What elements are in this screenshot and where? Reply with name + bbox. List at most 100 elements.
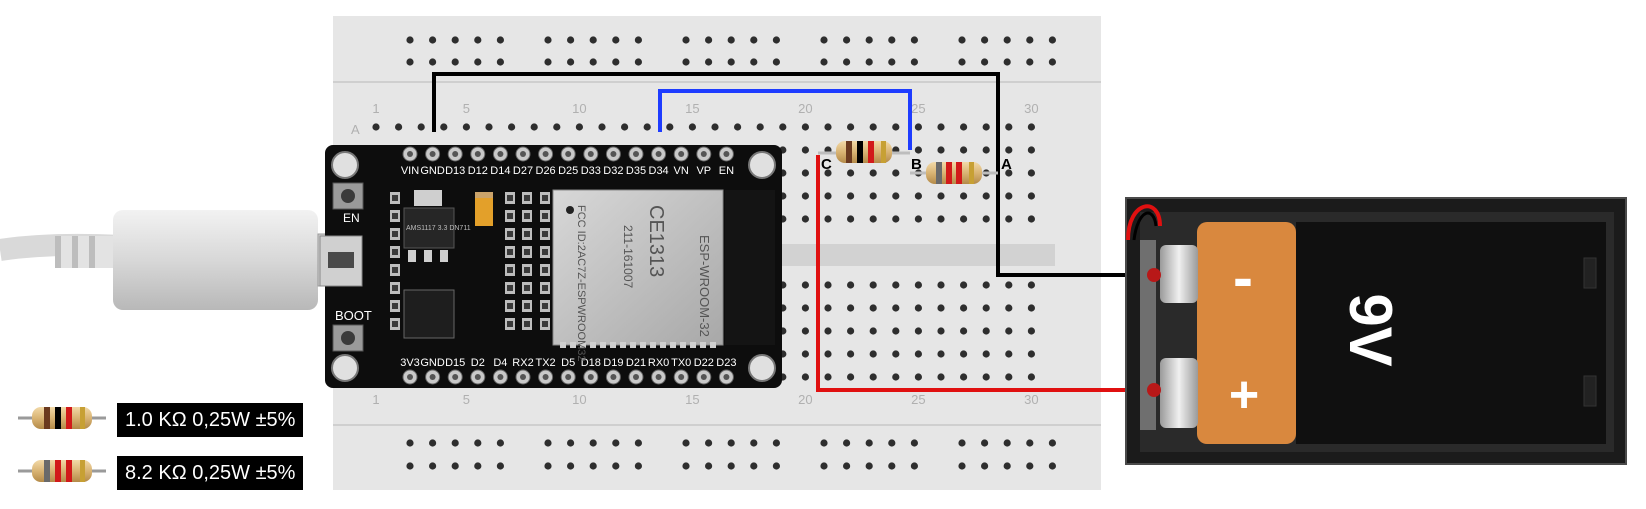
rail-hole: [429, 462, 437, 470]
rail-hole: [865, 439, 873, 447]
breadboard-hole: [869, 169, 877, 177]
breadboard-hole: [960, 373, 968, 381]
pin-label: D25: [558, 165, 578, 177]
breadboard-hole: [982, 281, 990, 289]
rail-hole: [567, 58, 575, 66]
module-pad: [680, 342, 686, 348]
rail-hole: [496, 58, 504, 66]
pin-label: D32: [603, 165, 623, 177]
module-name: ESP-WROOM-32: [697, 235, 712, 337]
legend-label-1k: 1.0 KΩ 0,25W ±5%: [117, 403, 304, 437]
pin-label: TX2: [536, 357, 556, 369]
rail-hole: [496, 462, 504, 470]
boot-label: BOOT: [335, 308, 372, 323]
breadboard-hole: [914, 281, 923, 289]
rail-hole: [1003, 462, 1011, 470]
pin-label: D33: [581, 165, 601, 177]
breadboard-hole: [1005, 327, 1013, 335]
breadboard-hole: [801, 123, 810, 131]
breadboard-hole: [847, 350, 855, 358]
wire-black-gnd: [432, 72, 1158, 277]
rail-hole: [958, 36, 966, 44]
module-pad: [650, 342, 656, 348]
breadboard-hole: [801, 373, 810, 381]
breadboard-hole: [914, 350, 923, 358]
breadboard-hole: [869, 327, 877, 335]
rail-hole: [705, 439, 713, 447]
wire-blue: [658, 89, 912, 150]
breadboard-hole: [756, 123, 764, 131]
usb-uart-chip: [403, 289, 455, 339]
rail-hole: [682, 462, 690, 470]
breadboard-hole: [892, 123, 900, 131]
breadboard-hole: [1005, 281, 1013, 289]
column-number: 20: [798, 392, 812, 407]
breadboard-hole: [937, 215, 945, 223]
module-pad: [610, 342, 616, 348]
rail-hole: [888, 439, 896, 447]
breadboard-hole: [688, 123, 697, 131]
rail-hole: [451, 36, 459, 44]
pin-label: RX2: [512, 357, 533, 369]
rail-hole: [589, 439, 597, 447]
rail-hole: [612, 36, 620, 44]
rail-hole: [750, 36, 758, 44]
module-fcc: FCC ID:2AC7Z-ESPWROOM32: [575, 205, 587, 361]
rail-hole: [612, 58, 620, 66]
resistor-8k2: [910, 162, 998, 184]
rail-hole: [496, 439, 504, 447]
rail-hole: [634, 36, 643, 44]
breadboard-hole: [1005, 169, 1013, 177]
breadboard-hole: [1005, 146, 1013, 154]
rail-hole: [843, 58, 851, 66]
rail-hole: [1048, 58, 1056, 66]
breadboard-hole: [847, 281, 855, 289]
rail-hole: [750, 439, 758, 447]
column-number: 15: [685, 101, 699, 116]
pin-label: D27: [513, 165, 533, 177]
pin-label: VIN: [401, 165, 419, 177]
breadboard-hole: [914, 373, 923, 381]
rail-hole: [981, 439, 989, 447]
pin-label: VN: [674, 165, 689, 177]
rail-hole: [843, 439, 851, 447]
breadboard-hole: [553, 123, 561, 131]
rail-hole: [634, 58, 643, 66]
breadboard-hole: [937, 146, 945, 154]
breadboard-hole: [960, 350, 968, 358]
module-pad: [640, 342, 646, 348]
rail-hole: [910, 462, 919, 470]
rail-hole: [496, 36, 504, 44]
legend-resistor-1k-icon: [18, 407, 106, 429]
rail-hole: [682, 58, 690, 66]
pin-label: D21: [626, 357, 646, 369]
breadboard-hole: [960, 123, 968, 131]
capacitor: [475, 192, 493, 226]
rail-hole: [727, 58, 735, 66]
node-label-a: A: [1001, 156, 1012, 173]
breadboard-hole: [666, 123, 674, 131]
breadboard-hole: [892, 169, 900, 177]
rail-hole: [567, 439, 575, 447]
module-r: 211-161007: [621, 225, 635, 288]
breadboard-hole: [914, 327, 923, 335]
rail-hole: [406, 36, 414, 44]
breadboard-hole: [1027, 146, 1035, 154]
wire-red: [816, 155, 1158, 392]
breadboard-hole: [1027, 192, 1035, 200]
breadboard-hole: [1027, 327, 1035, 335]
battery-plus-label: +: [1229, 366, 1259, 424]
breadboard-hole: [1005, 304, 1013, 312]
rail-hole: [820, 439, 828, 447]
module-pad: [700, 342, 706, 348]
breadboard-hole: [892, 304, 900, 312]
breadboard-hole: [869, 123, 877, 131]
rail-hole: [820, 462, 828, 470]
column-number: 5: [463, 101, 470, 116]
breadboard-hole: [892, 192, 900, 200]
breadboard-hole: [1005, 123, 1013, 131]
breadboard-hole: [417, 123, 425, 131]
breadboard-hole: [869, 304, 877, 312]
rail-hole: [958, 462, 966, 470]
